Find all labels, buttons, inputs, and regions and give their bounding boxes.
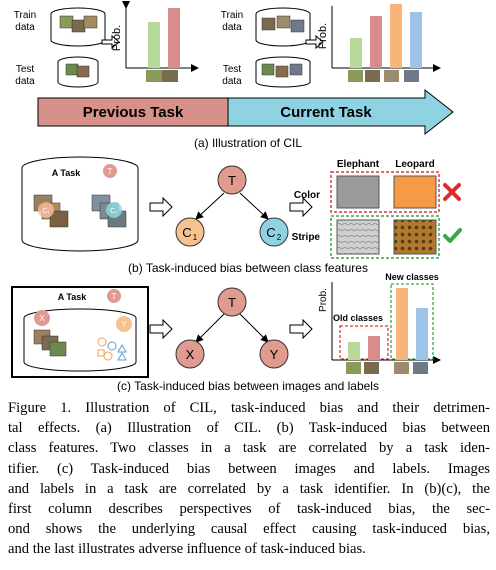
node-y: [259, 339, 289, 369]
svg-text:New classes: New classes: [385, 272, 439, 282]
svg-text:Color: Color: [294, 190, 320, 201]
panel-b: A Task T C₁ C₂ T C 1 C 2: [21, 156, 462, 275]
caption-line: tal effects. (a) Illustration of CIL. (b…: [8, 420, 490, 437]
task-box-c: A Task T X Y: [11, 286, 149, 378]
svg-text:A Task: A Task: [58, 292, 88, 302]
arrow-icon: [149, 318, 173, 340]
task-progress-arrow: Previous Task Current Task: [37, 88, 454, 136]
node-x: [175, 339, 205, 369]
svg-text:Elephant: Elephant: [337, 159, 380, 170]
cross-icon: [443, 183, 461, 201]
causal-graph-b: T C 1 C 2: [175, 165, 289, 247]
current-task-label: Current Task: [280, 104, 372, 121]
svg-text:Y: Y: [270, 347, 279, 362]
node-c1: [175, 217, 205, 247]
svg-text:Stripe: Stripe: [292, 232, 321, 243]
previous-task-label: Previous Task: [83, 104, 184, 121]
svg-text:X: X: [39, 314, 45, 323]
node-t: [217, 165, 247, 195]
svg-text:Leopard: Leopard: [395, 159, 434, 170]
svg-text:1: 1: [193, 233, 198, 242]
node-t: [217, 287, 247, 317]
arrow-icon: [305, 34, 324, 50]
svg-text:Prob.: Prob.: [318, 288, 329, 312]
svg-text:C₂: C₂: [110, 208, 118, 215]
caption-line: Figure 1. Illustration of CIL, task-indu…: [8, 400, 490, 416]
svg-text:T: T: [112, 292, 117, 301]
subcaption-a: (a) Illustration of CIL: [194, 136, 302, 150]
arrow-icon: [289, 318, 313, 340]
causal-graph-c: T X Y: [175, 287, 289, 369]
svg-text:Old classes: Old classes: [333, 313, 383, 323]
subcaption-c: (c) Task-induced bias between images and…: [117, 379, 379, 392]
bar-chart-current: Prob.: [317, 4, 441, 82]
node-c2: [259, 217, 289, 247]
check-icon: [443, 228, 462, 243]
arrow-icon: [101, 34, 120, 50]
svg-text:Y: Y: [121, 320, 127, 329]
caption-line: first column describes perspectives of t…: [8, 501, 490, 518]
caption-line: and the last illustrates adverse influen…: [8, 541, 366, 558]
svg-text:T: T: [228, 295, 236, 310]
bar-chart-c: Prob. Old classes New classes: [318, 272, 441, 374]
svg-text:C₁: C₁: [42, 208, 50, 215]
caption-line: class features. Two classes in a task ar…: [8, 440, 490, 457]
svg-text:2: 2: [277, 233, 282, 242]
svg-text:T: T: [228, 173, 236, 188]
figure-caption: Figure 1. Illustration of CIL, task-indu…: [8, 398, 490, 560]
subcaption-b: (b) Task-induced bias between class feat…: [128, 261, 368, 275]
train-data-cylinder-previous: [50, 7, 106, 47]
feature-grid: Elephant Leopard Color Stripe: [292, 159, 462, 259]
svg-text:X: X: [186, 347, 195, 362]
svg-text:T: T: [108, 167, 113, 176]
svg-text:C: C: [266, 225, 275, 240]
test-data-cylinder-previous: [57, 56, 99, 88]
svg-text:Prob.: Prob.: [317, 23, 329, 49]
bar-chart-previous: Prob.: [111, 1, 199, 82]
caption-line: and labels in a task are correlated by a…: [8, 480, 490, 497]
task-box-b: A Task T C₁ C₂: [21, 156, 139, 252]
svg-text:C: C: [182, 225, 191, 240]
prob-axis-label: Prob.: [111, 25, 123, 51]
caption-line: ond shows the underlying causal effect c…: [8, 521, 490, 538]
arrow-icon: [289, 196, 313, 218]
panel-c: A Task T X Y T X: [11, 272, 441, 392]
arrow-icon: [149, 196, 173, 218]
svg-text:A Task: A Task: [52, 168, 82, 178]
caption-line: tifier. (c) Task-induced bias between im…: [8, 460, 490, 477]
